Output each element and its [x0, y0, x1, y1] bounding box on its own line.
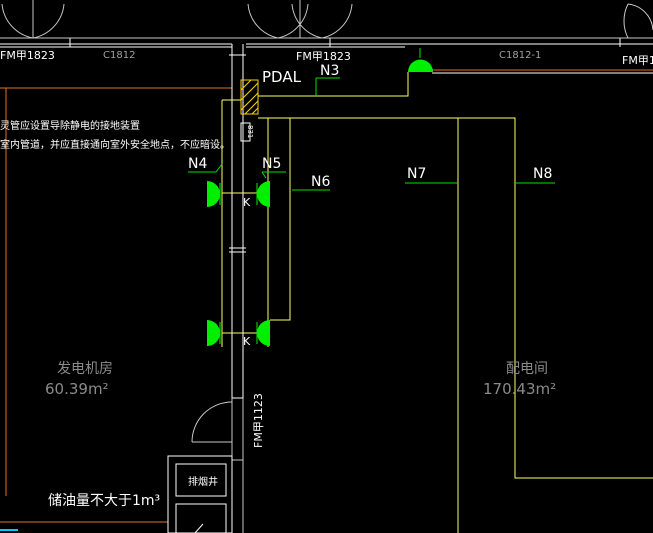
window-label-left: C1812: [103, 50, 135, 61]
door-label-top-left: FM甲1823: [0, 49, 55, 62]
partition-wall: [229, 44, 246, 399]
box-tag: 831: [246, 125, 254, 138]
yellow-circuits: [221, 72, 653, 533]
window-label-right: C1812-1: [499, 50, 541, 61]
text-labels: FM甲1823 C1812 FM甲1823 C1812-1 FM甲1 PDAL …: [0, 49, 653, 509]
circuit-n4-label: N4: [188, 156, 207, 172]
orange-boundary: [0, 69, 653, 523]
circuit-n6-label: N6: [311, 174, 330, 190]
shaft-label: 排烟井: [188, 475, 218, 488]
green-leaders: [188, 77, 555, 191]
lamp-n4-upper: [207, 181, 221, 207]
circuit-n7-label: N7: [407, 166, 426, 182]
shaft: [167, 455, 233, 533]
panel-pdal-box: [240, 79, 259, 142]
room-right-name: 配电间: [506, 361, 548, 377]
note-line-1: 灵管应设置导除静电的接地装置: [0, 119, 140, 132]
room-left-name: 发电机房: [57, 361, 113, 377]
circuit-n3-label: N3: [320, 63, 339, 79]
top-door-swings: [1, 0, 653, 39]
panel-label: PDAL: [262, 68, 302, 86]
door-label-top-right: FM甲1: [622, 54, 653, 67]
lamp-n5-lower: [256, 320, 270, 346]
circuit-n8-label: N8: [533, 166, 552, 182]
lamp-top: [408, 48, 433, 72]
room-left-area: 60.39m²: [45, 380, 109, 398]
lamp-n5-upper: [256, 181, 270, 207]
door-label-top-mid: FM甲1823: [296, 50, 351, 63]
lower-door: [191, 398, 244, 533]
door-label-vertical: FM甲1123: [252, 393, 265, 448]
oil-storage-note: 储油量不大于1m³: [48, 493, 160, 509]
circuit-n5-label: N5: [262, 156, 281, 172]
switch-k-lower: K: [243, 335, 251, 348]
room-right-area: 170.43m²: [483, 380, 556, 398]
lamp-n4-lower: [207, 320, 221, 346]
note-line-2: 室内管道，并应直接通向室外安全地点，不应暗设。: [0, 138, 230, 151]
switch-k-upper: K: [243, 196, 251, 209]
